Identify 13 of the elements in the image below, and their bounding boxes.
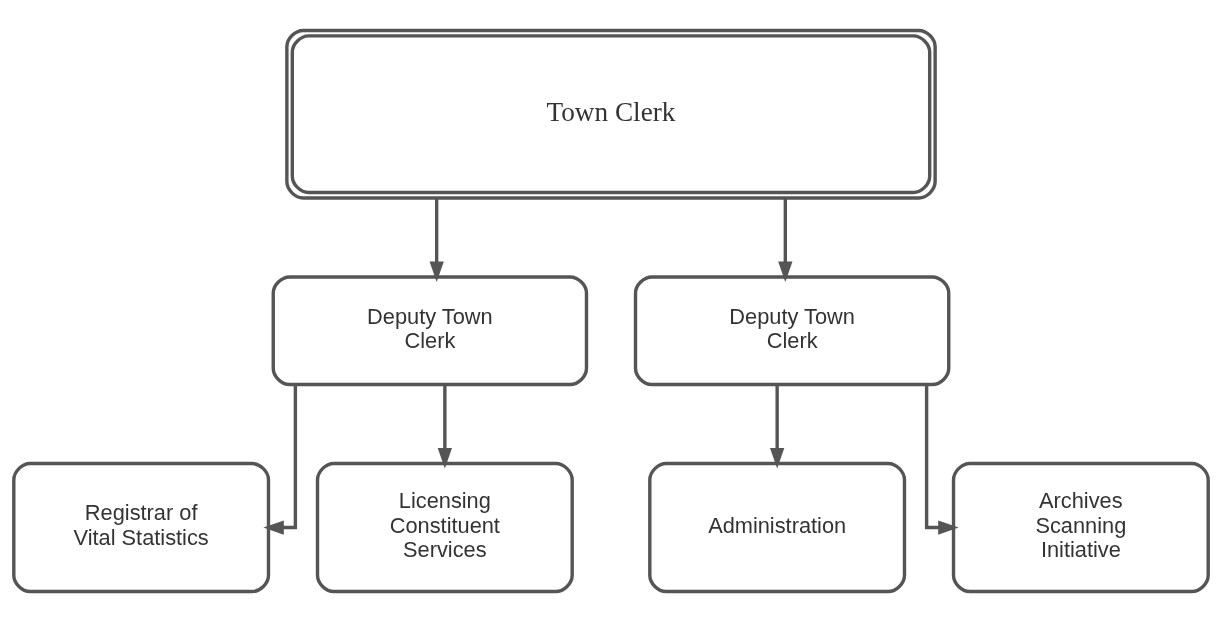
arrow [778,198,793,283]
arrow [770,385,785,469]
node-box: Town Clerk [285,28,937,200]
node-box: Administration [648,461,907,594]
node-box: Deputy Town Clerk [633,275,951,387]
arrow [263,385,298,535]
node-box: Deputy Town Clerk [271,275,589,387]
node-box: Registrar of Vital Statistics [12,461,271,594]
arrow [437,385,452,469]
node-box: Licensing Constituent Services [315,461,574,594]
node-box: Archives Scanning Initiative [951,461,1210,594]
arrow [924,385,959,535]
arrow [429,198,444,283]
